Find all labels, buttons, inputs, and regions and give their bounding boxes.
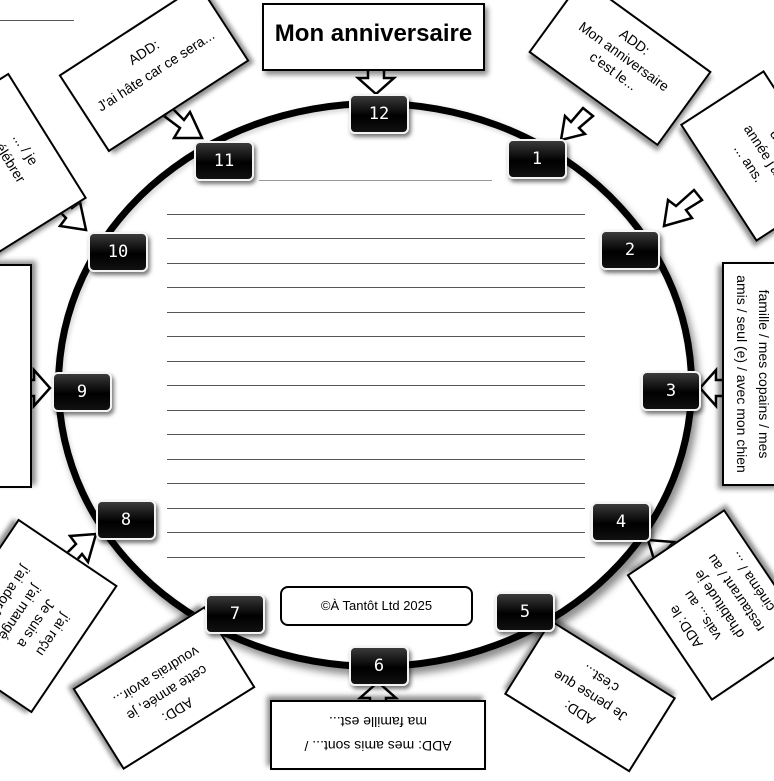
- prompt-text-7: ADD: cette année, je voudrais avoir...: [110, 643, 211, 726]
- clock-number-11: 11: [194, 141, 254, 181]
- copyright-box: ©À Tantôt Ltd 2025: [280, 586, 473, 626]
- clock-number-10: 10: [88, 232, 148, 272]
- clock-number-2: 2: [600, 230, 660, 270]
- prompt-text-1: ADD: Mon anniversaire c'est le...: [575, 18, 673, 95]
- prompt-box-9: [0, 264, 32, 488]
- writing-line: [167, 459, 585, 460]
- writing-line: [167, 287, 585, 288]
- prompt-text-5: ADD: Je pense que c'est...: [550, 661, 630, 729]
- title-box: Mon anniversaire: [262, 3, 485, 71]
- writing-line: [167, 385, 585, 386]
- prompt-text-11: ADD: J'ai hâte car ce sera...: [94, 26, 218, 115]
- writing-line: [167, 410, 585, 411]
- writing-line: [167, 532, 585, 533]
- writing-line: [167, 336, 585, 337]
- prompt-text-2: dont année j'au ... ans.: [730, 121, 774, 186]
- arrow-11-icon: [162, 106, 204, 140]
- clock-number-4: 4: [591, 502, 651, 542]
- arrow-1-icon: [559, 106, 595, 142]
- clock-number-3: 3: [641, 371, 701, 411]
- writing-line: [167, 238, 585, 239]
- prompt-box-11: ADD: J'ai hâte car ce sera...: [58, 0, 250, 153]
- prompt-box-5: ADD: Je pense que c'est...: [503, 619, 677, 773]
- writing-line: [167, 483, 585, 484]
- clock-number-8: 8: [96, 500, 156, 540]
- writing-line: [167, 361, 585, 362]
- prompt-text-10: ... / je célébrer avec...: [0, 130, 42, 193]
- clock-number-6: 6: [349, 646, 409, 686]
- clock-number-12: 12: [349, 94, 409, 134]
- clock-number-7: 7: [205, 594, 265, 634]
- clock-number-5: 5: [495, 592, 555, 632]
- prompt-box-6: ADD: mes amis sont... / ma famille est..…: [270, 700, 486, 770]
- writing-line: [167, 508, 585, 509]
- writing-line: [167, 434, 585, 435]
- arrow-2-icon: [662, 188, 704, 228]
- page-title: Mon anniversaire: [274, 20, 473, 47]
- prompt-text-6: ADD: mes amis sont... / ma famille est..…: [304, 714, 452, 754]
- top-left-rule: [0, 20, 74, 21]
- clock-number-1: 1: [507, 139, 567, 179]
- writing-line: [167, 214, 585, 215]
- prompt-text-3: famille / mes copains / mes amis / seul …: [734, 275, 772, 473]
- writing-line: [167, 263, 585, 264]
- writing-line: [259, 180, 492, 181]
- writing-line: [167, 557, 585, 558]
- clock-number-9: 9: [52, 372, 112, 412]
- prompt-box-3: famille / mes copains / mes amis / seul …: [722, 262, 774, 486]
- writing-line: [167, 312, 585, 313]
- writing-area: [167, 180, 585, 574]
